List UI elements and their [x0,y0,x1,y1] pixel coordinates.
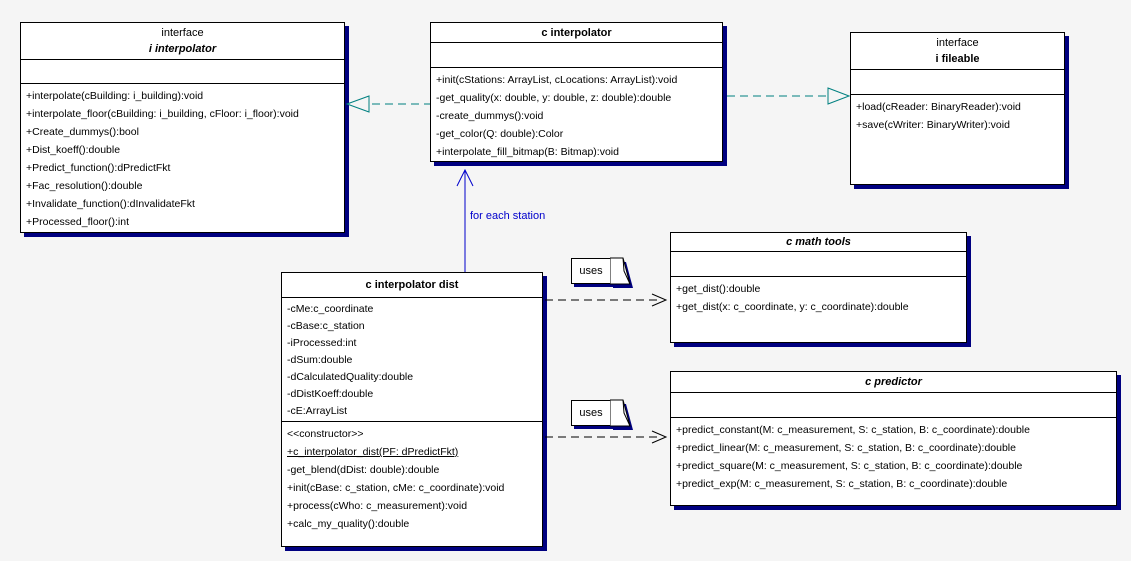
class-name: c interpolator [541,26,612,39]
attributes-compartment-empty [851,70,1064,95]
member-line: +Dist_koeff():double [26,144,121,156]
member-line: <<constructor>> [287,428,364,440]
class-header: c math tools [671,233,966,252]
member-line: -get_blend(dDist: double):double [287,464,440,476]
member-line: +get_dist():double [676,283,761,295]
class-box-c-interpolator-dist: c interpolator dist -cMe:c_coordinate -cB… [281,272,543,547]
note-fold-icon [610,399,633,430]
attributes-compartment: -cMe:c_coordinate -cBase:c_station -iProce… [282,298,542,422]
member-line: -dSum:double [287,354,353,366]
class-name: c interpolator dist [365,279,459,291]
class-header: c interpolator dist [282,273,542,298]
member-line: -create_dummys():void [436,110,544,122]
uses-arrow-to-c-math-tools [545,293,668,307]
member-line: -dDistKoeff:double [287,388,374,400]
member-line: -dCalculatedQuality:double [287,371,414,383]
member-line: -cBase:c_station [287,320,365,332]
member-line: +c_interpolator_dist(PF: dPredictFkt) [287,446,459,458]
member-line: -cE:ArrayList [287,405,348,417]
methods-compartment: +predict_constant(M: c_measurement, S: c… [671,418,1116,505]
methods-compartment: +load(cReader: BinaryReader):void +save(c… [851,95,1064,184]
uses-note-2: uses [571,399,641,434]
member-line: +predict_square(M: c_measurement, S: c_s… [676,460,1023,472]
attributes-compartment-empty [431,43,722,68]
member-line: -get_color(Q: double):Color [436,128,564,140]
uses-note-label: uses [571,258,611,284]
methods-compartment: <<constructor>> +c_interpolator_dist(PF: … [282,422,542,546]
member-line: -iProcessed:int [287,337,357,349]
attributes-compartment-empty [671,393,1116,418]
uses-note-label: uses [571,400,611,426]
stereotype-label: interface [161,27,204,39]
member-line: -get_quality(x: double, y: double, z: do… [436,92,672,104]
member-line: +load(cReader: BinaryReader):void [856,101,1021,113]
class-name: i interpolator [148,43,217,55]
member-line: +get_dist(x: c_coordinate, y: c_coordina… [676,301,909,313]
member-line: +interpolate(cBuilding: i_building):void [26,90,204,102]
member-line: +predict_constant(M: c_measurement, S: c… [676,424,1030,436]
member-line: +predict_exp(M: c_measurement, S: c_stat… [676,478,1008,490]
member-line: +Create_dummys():bool [26,126,139,138]
member-line: -cMe:c_coordinate [287,303,374,315]
member-line: +init(cBase: c_station, cMe: c_coordinat… [287,482,505,494]
class-box-i-interpolator: interface i interpolator +interpolate(cB… [20,22,345,233]
attributes-compartment-empty [671,252,966,277]
methods-compartment: +interpolate(cBuilding: i_building):void… [21,84,344,232]
methods-compartment: +get_dist():double +get_dist(x: c_coordin… [671,277,966,342]
member-line: +Predict_function():dPredictFkt [26,162,171,174]
realization-arrow-to-i-interpolator [345,95,430,113]
class-box-c-interpolator: c interpolator +init(cStations: ArrayLis… [430,22,723,162]
member-line: +init(cStations: ArrayList, cLocations: … [436,74,678,86]
member-line: +calc_my_quality():double [287,518,410,530]
class-header: interface i interpolator [21,23,344,60]
class-name: c predictor [865,376,922,388]
member-line: +Fac_resolution():double [26,180,143,192]
member-line: +predict_linear(M: c_measurement, S: c_s… [676,442,1016,454]
class-header: c predictor [671,372,1116,393]
member-line: +interpolate_fill_bitmap(B: Bitmap):void [436,146,619,158]
class-box-c-math-tools: c math tools +get_dist():double+get_dist… [670,232,967,343]
class-box-i-fileable: interface i fileable +load(cReader: Bina… [850,32,1065,185]
uses-note-1: uses [571,257,641,292]
member-line: +process(cWho: c_measurement):void [287,500,468,512]
member-line: +save(cWriter: BinaryWriter):void [856,119,1010,131]
member-line: +Invalidate_function():dInvalidateFkt [26,198,195,210]
member-line: +Processed_floor():int [26,216,130,228]
member-line: +interpolate_floor(cBuilding: i_building… [26,108,299,120]
methods-compartment: +init(cStations: ArrayList, cLocations: … [431,68,722,161]
class-header: interface i fileable [851,33,1064,70]
attributes-compartment-empty [21,60,344,84]
class-box-c-predictor: c predictor +predict_constant(M: c_measu… [670,371,1117,506]
note-fold-icon [610,257,633,288]
class-name: c math tools [786,236,851,248]
realization-arrow-to-i-fileable [727,87,851,105]
class-header: c interpolator [431,23,722,43]
stereotype-label: interface [936,37,979,49]
for-each-station-label: for each station [470,210,546,222]
class-name: i fileable [935,53,980,65]
